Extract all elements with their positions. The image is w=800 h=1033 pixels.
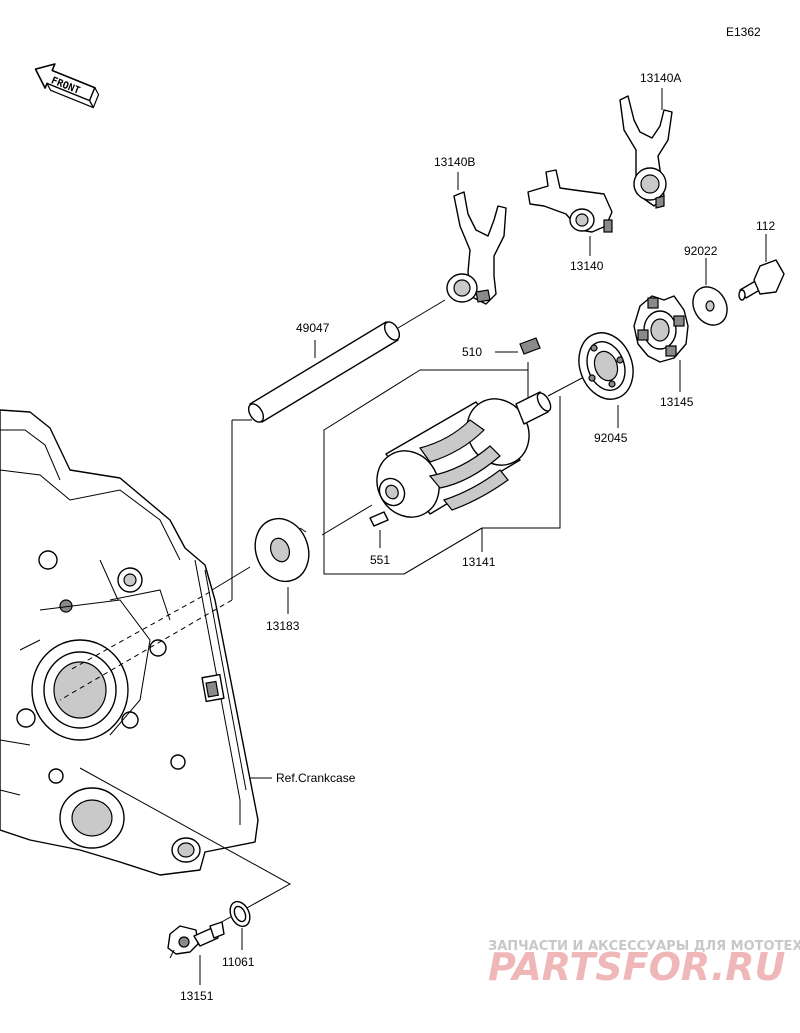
label-13151: 13151 — [180, 989, 214, 1003]
gasket-11061 — [229, 900, 251, 928]
bolt-112 — [738, 259, 785, 301]
label-ref-crankcase: Ref.Crankcase — [276, 771, 356, 785]
label-92045: 92045 — [594, 431, 628, 445]
watermark-logo: PARTSFOR.RU — [488, 945, 786, 989]
pin-551 — [369, 511, 389, 527]
label-13140a: 13140A — [640, 71, 681, 85]
watermark-tagline: ЗАПЧАСТИ И АКСЕССУАРЫ ДЛЯ МОТОТЕХНИКИ — [488, 939, 800, 954]
shift-fork-13140a — [619, 95, 673, 209]
washer-92022 — [692, 286, 728, 326]
fork-shaft-49047 — [247, 321, 401, 423]
label-551: 551 — [370, 553, 390, 567]
label-112: 112 — [756, 219, 775, 233]
label-49047: 49047 — [296, 321, 330, 335]
part-labels: 13140A 13140B 13140 112 92022 49047 510 … — [180, 71, 775, 1003]
label-13145: 13145 — [660, 395, 694, 409]
label-510: 510 — [462, 345, 482, 359]
label-13140: 13140 — [570, 259, 604, 273]
diagram-code: E1362 — [726, 25, 761, 39]
label-13141: 13141 — [462, 555, 496, 569]
shift-drum-13141 — [376, 391, 552, 518]
neutral-switch-13151 — [167, 921, 225, 959]
label-13140b: 13140B — [434, 155, 475, 169]
key-510 — [519, 337, 541, 355]
drum-cam-13145 — [633, 295, 689, 363]
label-92022: 92022 — [684, 244, 718, 258]
label-13183: 13183 — [266, 619, 300, 633]
shift-fork-13140 — [527, 169, 613, 233]
thrust-washer-13183 — [254, 517, 310, 583]
crankcase-outline — [0, 409, 259, 876]
bearing-92045 — [578, 332, 634, 400]
shift-fork-13140b — [446, 191, 507, 305]
label-11061: 11061 — [222, 955, 255, 969]
front-arrow-icon: FRONT — [34, 63, 100, 109]
watermark: ЗАПЧАСТИ И АКСЕССУАРЫ ДЛЯ МОТОТЕХНИКИ PA… — [488, 939, 800, 989]
